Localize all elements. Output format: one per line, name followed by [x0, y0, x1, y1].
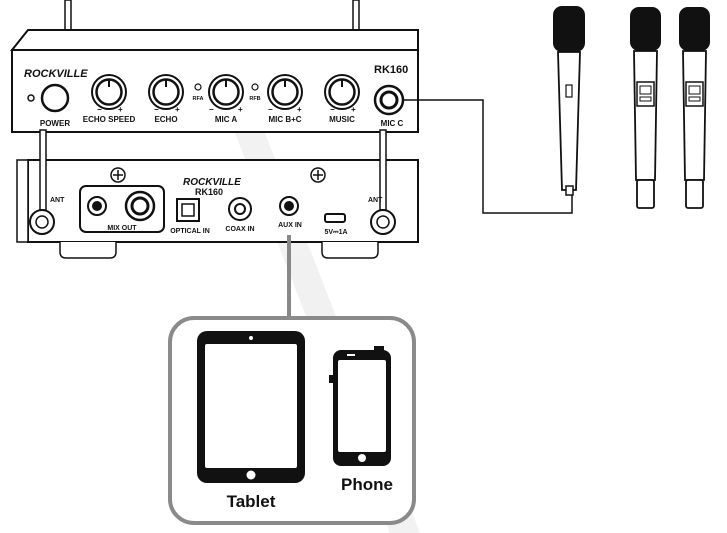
mix-out-label: MIX OUT — [107, 225, 137, 232]
antenna-left — [39, 129, 47, 211]
rfa-label: RFA — [193, 96, 204, 102]
power-label: POWER — [40, 119, 70, 128]
coax-in-port-inner — [234, 203, 246, 215]
minus-mark: − — [154, 105, 159, 114]
mic-c-label: MIC C — [381, 119, 404, 128]
mic-a-knob[interactable] — [207, 73, 245, 111]
foot-left — [59, 242, 117, 259]
back-panel — [27, 159, 419, 243]
rfa-led — [194, 83, 202, 91]
minus-mark: − — [268, 105, 273, 114]
microphone-wireless-1 — [630, 7, 661, 209]
minus-mark: − — [330, 105, 335, 114]
antenna-connector-left-inner — [35, 215, 49, 229]
microphone-wireless-2 — [679, 7, 710, 209]
plus-mark: + — [297, 105, 302, 114]
music-label: MUSIC — [329, 115, 355, 124]
minus-mark: − — [97, 105, 102, 114]
power-button[interactable] — [40, 83, 70, 113]
receiver-front-unit: ROCKVILLE RK160 POWER − + ECHO SPEED − +… — [9, 0, 419, 133]
plus-mark: + — [351, 105, 356, 114]
minus-mark: − — [209, 105, 214, 114]
mix-out-jack-small[interactable] — [87, 196, 107, 216]
usb-power-port[interactable] — [324, 213, 346, 223]
front-brand-logo: ROCKVILLE — [24, 68, 88, 80]
antenna-top-right — [352, 0, 360, 31]
usb-power-label: 5V⎓1A — [324, 229, 347, 236]
receiver-back-unit: ANT ANT ROCKVILLE RK160 MIX OUT OPTICAL … — [16, 129, 419, 259]
front-unit-top — [9, 29, 419, 51]
tablet-label: Tablet — [227, 492, 276, 511]
optical-in-label: OPTICAL IN — [170, 228, 210, 235]
mix-out-jack-large-inner — [130, 196, 150, 216]
ant-right-label: ANT — [368, 197, 383, 204]
aux-in-jack[interactable] — [279, 196, 299, 216]
back-brand-logo: ROCKVILLE — [183, 177, 241, 188]
echo-speed-knob[interactable] — [90, 73, 128, 111]
rfb-led — [251, 83, 259, 91]
plus-mark: + — [175, 105, 180, 114]
echo-speed-label: ECHO SPEED — [83, 115, 136, 124]
mic-bc-label: MIC B+C — [268, 115, 301, 124]
plus-mark: + — [238, 105, 243, 114]
echo-knob[interactable] — [147, 73, 185, 111]
ant-left-label: ANT — [50, 197, 65, 204]
back-panel-side — [16, 159, 29, 243]
coax-in-label: COAX IN — [225, 226, 254, 233]
aux-in-label: AUX IN — [278, 222, 302, 229]
antenna-top-left — [64, 0, 72, 31]
microphone-wired — [553, 6, 585, 196]
back-model-label: RK160 — [195, 187, 223, 197]
rfb-label: RFB — [249, 96, 260, 102]
mic-a-label: MIC A — [215, 115, 238, 124]
power-led — [27, 94, 35, 102]
mic-c-cable — [403, 99, 573, 214]
mic-c-jack-inner — [379, 90, 399, 110]
foot-right — [321, 242, 379, 259]
mic-bc-knob[interactable] — [266, 73, 304, 111]
front-model-label: RK160 — [374, 64, 408, 76]
optical-in-port-inner — [181, 203, 195, 217]
antenna-connector-right-inner — [376, 215, 390, 229]
tablet-icon — [197, 331, 305, 483]
plus-mark: + — [118, 105, 123, 114]
echo-label: ECHO — [154, 115, 177, 124]
music-knob[interactable] — [323, 73, 361, 111]
screw-right-cross — [313, 170, 323, 180]
phone-icon — [329, 346, 391, 466]
screw-left-cross — [113, 170, 123, 180]
phone-label: Phone — [341, 475, 393, 494]
